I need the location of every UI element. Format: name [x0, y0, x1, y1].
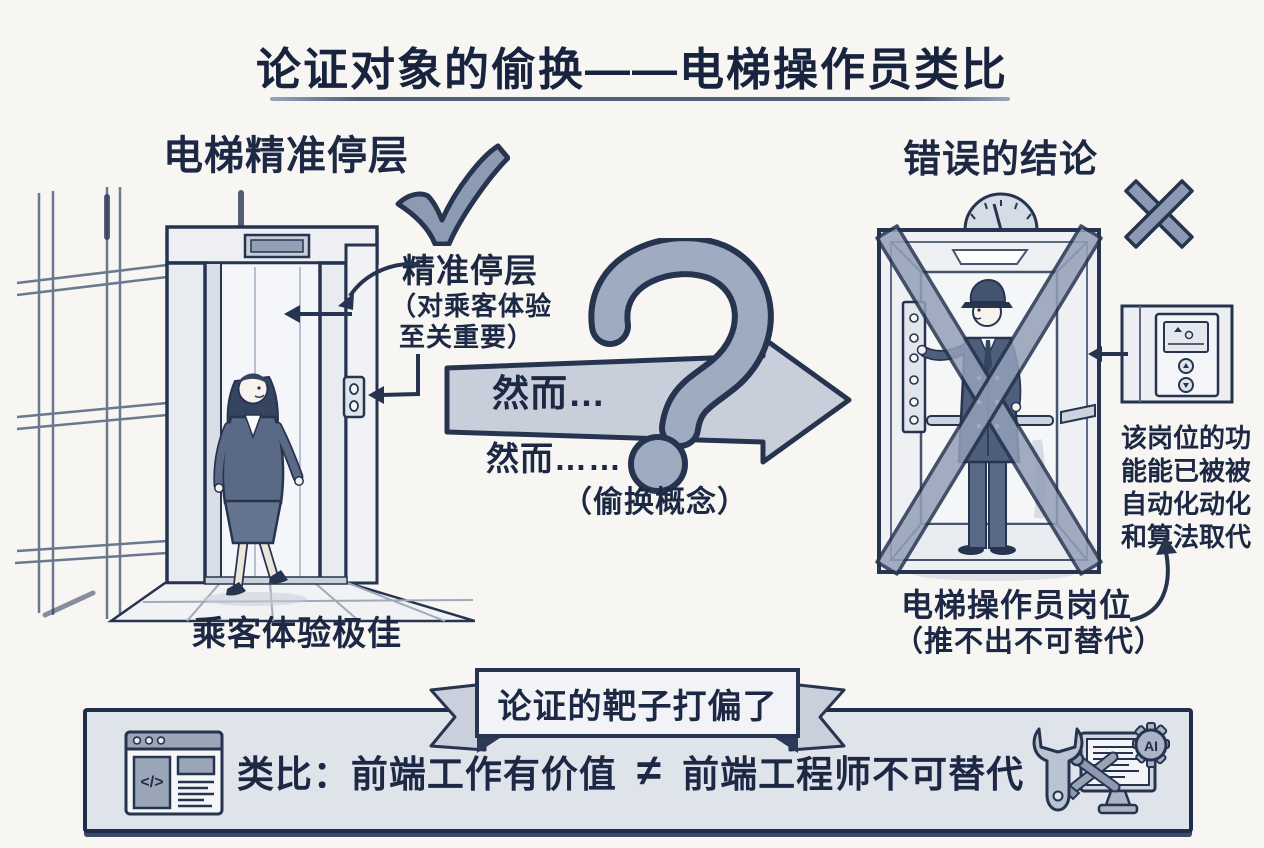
automation-note-line: 能能已被被	[1121, 456, 1252, 486]
cross-icon	[1124, 179, 1194, 249]
title-underline	[270, 97, 1010, 101]
curved-arrow-icon	[1129, 536, 1177, 622]
right-scene-heading: 错误的结论	[903, 139, 1099, 181]
automation-note: 该岗位的功 能能已被被 自动化动化 和算法取代	[1121, 422, 1251, 554]
check-icon	[395, 143, 510, 246]
tools-ai-icon: AI	[1032, 722, 1170, 815]
operator-job-sublabel: （推不出不可替代）	[894, 626, 1165, 658]
page-title: 论证对象的偷换——电梯操作员类比	[255, 44, 1008, 95]
analogy-right-text: 前端工程师不可替代	[682, 753, 1025, 795]
fallacy-note: （偷换概念）	[562, 486, 748, 519]
ai-gear-icon: AI	[1132, 722, 1170, 768]
floor-tiles	[142, 582, 474, 622]
hall-call-panel-icon	[342, 375, 366, 419]
banner-text: 论证的靶子打偏了	[497, 687, 778, 726]
automation-note-line: 该岗位的功	[1121, 423, 1252, 453]
ai-badge: AI	[1144, 738, 1158, 754]
code-glyph: </>	[140, 774, 163, 791]
elevator-operator-illustration	[875, 192, 1103, 581]
call-panel-icon	[1120, 304, 1234, 404]
analogy-left-text: 类比：前端工作有价值	[236, 753, 617, 795]
passenger-figure	[203, 373, 307, 606]
automation-note-line: 自动化动化	[1121, 489, 1252, 519]
wrench-icon	[1032, 727, 1084, 812]
cab-button-panel	[901, 300, 927, 434]
floor-indicator-dial-icon	[963, 192, 1039, 232]
panel-pointer-arrow-icon	[1088, 346, 1128, 362]
left-scene-heading: 电梯精准停层	[163, 134, 409, 178]
glass-shaft-frame	[15, 187, 168, 619]
not-equal-sign: ≠	[636, 745, 663, 795]
analogy-statement: 类比：前端工作有价值 ≠ 前端工程师不可替代	[237, 712, 1024, 829]
elevator-exit-illustration	[15, 187, 475, 623]
ribbon-banner	[429, 668, 846, 753]
annotation-arrows-icon	[284, 261, 421, 404]
elevator-display	[243, 233, 311, 259]
automation-note-line: 和算法取代	[1121, 522, 1252, 552]
however-arrow-label: 然而…	[492, 373, 606, 414]
however-repeat-label: 然而……	[486, 440, 622, 477]
question-mark-icon	[588, 238, 774, 494]
browser-code-icon: </>	[124, 730, 224, 816]
passenger-caption: 乘客体验极佳	[192, 615, 402, 653]
cross-out-icon	[875, 224, 1103, 576]
operator-job-label: 电梯操作员岗位	[901, 587, 1133, 623]
annotation-line2: 至关重要）	[399, 322, 535, 352]
annotation-line1: （对乘客体验	[390, 291, 553, 321]
annotation-title: 精准停层	[402, 252, 538, 289]
